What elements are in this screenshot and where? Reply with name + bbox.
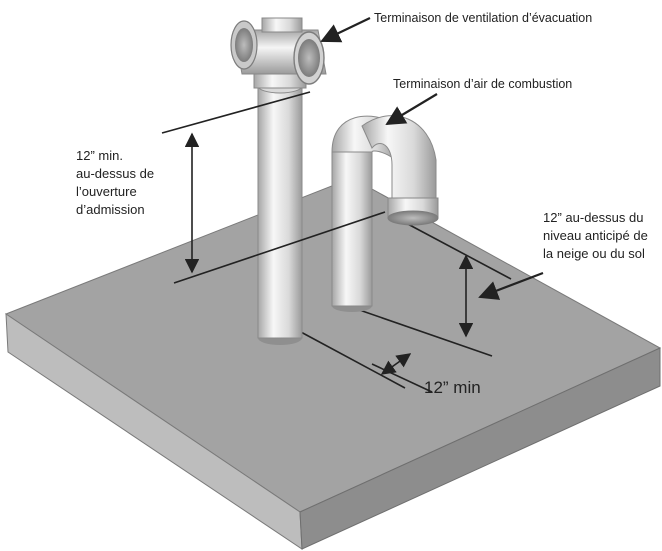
guide-line-lower	[344, 304, 493, 357]
snow-callout-arrow	[478, 271, 544, 300]
guide-line-exhaust-base	[298, 330, 406, 389]
spacing-label: 12” min	[424, 378, 481, 397]
snow-label-line-2: niveau anticipé de	[543, 228, 648, 243]
spacing-dimension	[380, 353, 412, 375]
intake-clearance-dimension	[161, 91, 386, 284]
slab-side-face	[299, 347, 661, 550]
intake-label-line-2: au-dessus de	[76, 166, 154, 181]
concrete-slab	[4, 177, 662, 550]
intake-label-line-1: 12” min.	[76, 148, 123, 163]
intake-top-reference-line	[161, 91, 311, 134]
combustion-air-label: Terminaison d’air de combustion	[393, 77, 572, 91]
exhaust-vent-label: Terminaison de ventilation d’évacuation	[374, 11, 592, 25]
combustion-air-opening	[387, 210, 439, 226]
combustion-air-pipe	[331, 115, 439, 312]
intake-clearance-label: 12” min. au-dessus de l’ouverture d’admi…	[76, 148, 154, 217]
guide-line-upper	[403, 221, 512, 280]
callout-arrows	[320, 17, 544, 300]
snow-label-line-3: la neige ou du sol	[543, 246, 645, 261]
spacing-arrow	[380, 353, 412, 375]
snow-label-line-1: 12” au-dessus du	[543, 210, 643, 225]
intake-label-line-4: d’admission	[76, 202, 145, 217]
intake-bottom-reference-line	[173, 211, 386, 284]
exhaust-callout-arrow	[320, 17, 371, 43]
intake-label-line-3: l’ouverture	[76, 184, 137, 199]
snow-level-label: 12” au-dessus du niveau anticipé de la n…	[543, 210, 648, 261]
exhaust-vent-pipe	[230, 17, 327, 345]
combustion-callout-arrow	[385, 93, 438, 126]
